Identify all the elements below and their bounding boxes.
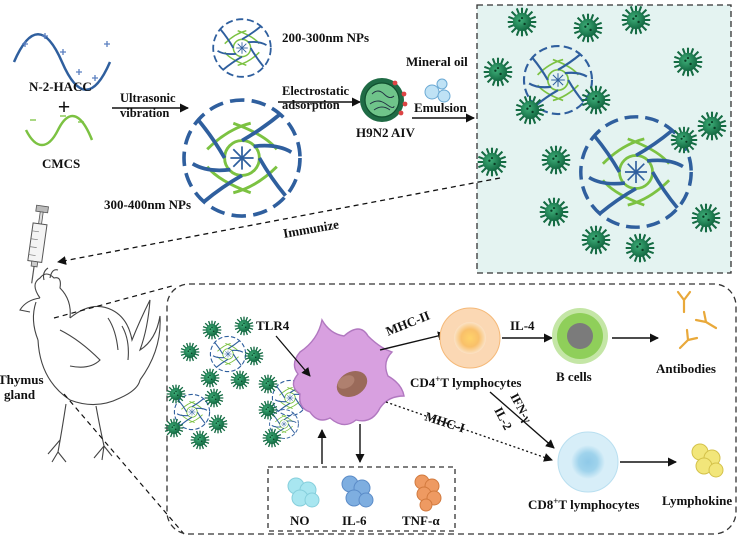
np-small-label: 200-300nm NPs bbox=[282, 30, 369, 45]
antigen-presenting-cell bbox=[292, 318, 405, 426]
positive-charge-icons bbox=[22, 33, 110, 81]
n2hacc-polymer-wave bbox=[12, 33, 112, 91]
lymphokine-label: Lymphokine bbox=[662, 493, 732, 508]
large-nanoparticle-icon bbox=[182, 98, 302, 218]
b-cell bbox=[552, 308, 608, 364]
n2hacc-label: N-2-HACC bbox=[29, 79, 92, 94]
il4-label: IL-4 bbox=[510, 318, 535, 333]
np-virus-cluster-left bbox=[163, 315, 309, 451]
tlr4-label: TLR4 bbox=[256, 318, 290, 333]
immunize-arrow bbox=[57, 177, 501, 265]
no-molecule-icon bbox=[287, 477, 320, 508]
cd4-label: CD4+T lymphocytes bbox=[410, 374, 521, 390]
antibodies-label: Antibodies bbox=[656, 361, 716, 376]
cmcs-label: CMCS bbox=[42, 156, 80, 171]
thymus-label-line2: gland bbox=[4, 387, 36, 402]
cd8-label-sup: + bbox=[553, 496, 558, 506]
antibody-icons bbox=[676, 290, 718, 350]
immunize-label: Immunize bbox=[282, 216, 340, 241]
plus-sign: + bbox=[58, 94, 71, 119]
cd4-label-rest: T lymphocytes bbox=[440, 375, 521, 390]
cd8-label-prefix: CD8 bbox=[528, 497, 554, 512]
cd4-label-prefix: CD4 bbox=[410, 375, 436, 390]
zoom-line-bottom bbox=[63, 393, 185, 535]
il2-label: IL-2 bbox=[491, 405, 514, 432]
cytokine-no-label: NO bbox=[290, 513, 310, 528]
cytokine-box bbox=[267, 466, 456, 532]
cd4-label-sup: + bbox=[435, 374, 440, 384]
cd8-label: CD8+T lymphocytes bbox=[528, 496, 639, 512]
negative-charge-icons bbox=[30, 115, 84, 123]
chicken-icon bbox=[19, 267, 161, 463]
cd8-t-cell bbox=[557, 431, 619, 493]
b-cells-label: B cells bbox=[556, 369, 592, 384]
thymus-label-line1: Thymus bbox=[0, 372, 44, 387]
mhc1-label: MHC-I bbox=[423, 409, 467, 436]
electrostatic-label: Electrostatic bbox=[282, 84, 350, 98]
immune-response-box bbox=[166, 283, 737, 535]
mhc2-label: MHC-II bbox=[384, 308, 432, 339]
il6-molecule-icon bbox=[341, 475, 374, 508]
h9n2-virus-icon bbox=[360, 78, 408, 122]
cd4-t-cell bbox=[439, 307, 501, 369]
mineral-oil-label: Mineral oil bbox=[406, 54, 468, 69]
vibration-label: vibration bbox=[120, 106, 169, 120]
cytokine-tnf-label: TNF-α bbox=[402, 513, 440, 528]
lymphokine-icon bbox=[691, 443, 724, 478]
cytokine-il6-label: IL-6 bbox=[342, 513, 367, 528]
small-nanoparticle-icon bbox=[212, 18, 272, 78]
np-large-label: 300-400nm NPs bbox=[104, 197, 191, 212]
emulsion-label: Emulsion bbox=[414, 100, 468, 115]
ultrasonic-label: Ultrasonic bbox=[120, 91, 176, 105]
tnf-molecule-icon bbox=[414, 474, 442, 512]
h9n2-label: H9N2 AIV bbox=[356, 125, 415, 140]
mhc2-arrow bbox=[379, 331, 447, 351]
ifn-il2-arrow bbox=[489, 391, 555, 449]
adsorption-label: adsorption bbox=[282, 98, 340, 112]
cd8-label-rest: T lymphocytes bbox=[558, 497, 639, 512]
oil-droplets-icon bbox=[424, 78, 451, 103]
zoom-line-top bbox=[53, 285, 173, 319]
tlr4-arrow bbox=[275, 335, 311, 377]
syringe-icon bbox=[27, 204, 49, 284]
